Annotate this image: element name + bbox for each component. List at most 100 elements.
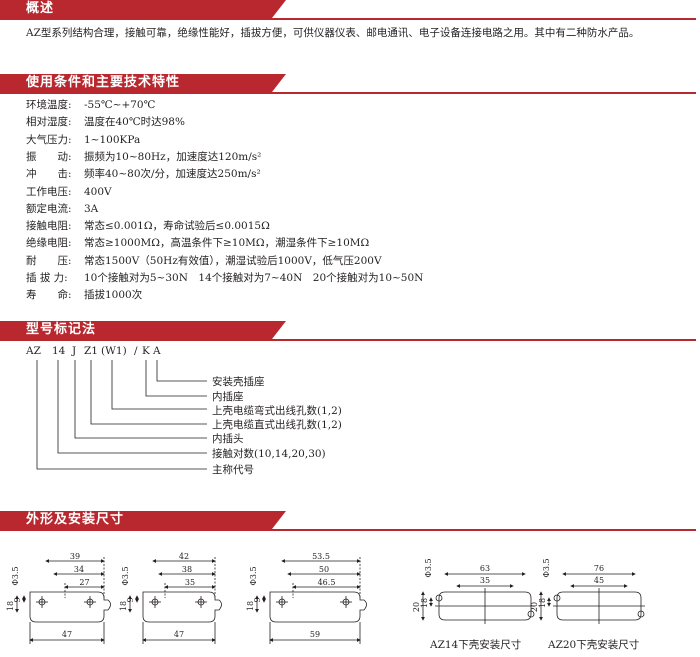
mounting-hole bbox=[553, 594, 561, 602]
section-header-dimensions: 外形及安装尺寸 bbox=[0, 511, 700, 532]
dimension-label: 34 bbox=[74, 565, 84, 574]
hole-diameter-label: Φ3.5 bbox=[249, 566, 258, 585]
section-title: 外形及安装尺寸 bbox=[26, 512, 125, 527]
spec-row: 振 动: 振频为10~80Hz，加速度达120m/s² bbox=[26, 149, 261, 164]
spec-label: 振 动: bbox=[26, 150, 72, 163]
dimension-label: 39 bbox=[70, 552, 80, 561]
plate-outline bbox=[142, 591, 222, 623]
spec-label: 大气压力: bbox=[26, 133, 72, 146]
dimension-label: 47 bbox=[62, 630, 72, 639]
model-code-part: Z1 bbox=[84, 345, 98, 357]
section-title: 概述 bbox=[26, 1, 55, 16]
model-legend-item: 上壳电缆弯式出线孔数(1,2) bbox=[212, 405, 342, 417]
dimension-label: 53.5 bbox=[312, 552, 330, 561]
model-code-part: J bbox=[72, 345, 77, 357]
spec-label: 环境温度: bbox=[26, 99, 72, 111]
shell-outline bbox=[556, 591, 642, 621]
model-legend-item: 安装壳插座 bbox=[212, 376, 265, 388]
spec-value: 插拔1000次 bbox=[84, 289, 143, 302]
dimension-label: 45 bbox=[594, 576, 604, 585]
spec-value: 10个接触对为5~30N 14个接触对为7~40N 20个接触对为10~50N bbox=[84, 272, 424, 284]
plate-outline bbox=[29, 591, 111, 623]
model-code-part: 14 bbox=[52, 345, 66, 357]
section-title: 使用条件和主要技术特性 bbox=[26, 75, 181, 90]
spec-row: 耐 压: 常态1500V（50Hz有效值），潮湿试验后1000V，低气压200V bbox=[26, 253, 382, 268]
overview-text: AZ型系列结构合理，接触可靠，绝缘性能好，插拔方便，可供仪器仪表、邮电通讯、电子… bbox=[26, 27, 640, 39]
drawing-caption: AZ20下壳安装尺寸 bbox=[548, 639, 640, 651]
model-leader-lines bbox=[36, 360, 207, 470]
spec-value: 常态1500V（50Hz有效值），潮湿试验后1000V，低气压200V bbox=[84, 254, 382, 267]
mounting-hole bbox=[527, 610, 535, 618]
spec-value: 温度在40℃时达98% bbox=[84, 116, 185, 129]
shell-outline bbox=[438, 591, 532, 621]
spec-label: 冲 击: bbox=[26, 168, 72, 181]
spec-row: 工作电压:400V bbox=[26, 184, 112, 199]
model-legend-item: 内插座 bbox=[212, 391, 244, 403]
drawing-caption: AZ14下壳安装尺寸 bbox=[430, 639, 522, 651]
section-header-overview: 概述 bbox=[0, 0, 700, 21]
model-legend-item: 上壳电缆直式出线孔数(1,2) bbox=[212, 419, 342, 431]
spec-label: 相对湿度: bbox=[26, 116, 72, 129]
dimension-label: 63 bbox=[480, 564, 490, 573]
spec-row: 插 拔 力: 10个接触对为5~30N 14个接触对为7~40N 20个接触对为1… bbox=[26, 270, 423, 285]
spec-row: 额定电流: 3A bbox=[26, 201, 98, 216]
model-code-part: AZ bbox=[26, 345, 41, 357]
dimension-label: 46.5 bbox=[318, 578, 336, 587]
spec-value: 3A bbox=[84, 202, 99, 215]
hole-diameter-label: Φ3.5 bbox=[424, 558, 433, 577]
model-legend-item: 接触对数(10,14,20,30) bbox=[212, 448, 326, 460]
dimension-label: 18 bbox=[246, 601, 255, 611]
model-code-part: A bbox=[153, 345, 161, 357]
plate-outline bbox=[269, 591, 367, 623]
dimension-label: 18 bbox=[420, 598, 429, 608]
dimension-label: 20 bbox=[530, 602, 539, 612]
spec-row: 寿 命: 插拔1000次 bbox=[26, 287, 142, 302]
spec-row: 环境温度: -55℃~+70℃ bbox=[26, 97, 155, 112]
dimension-label: 18 bbox=[538, 598, 547, 608]
model-code-part: (W1) bbox=[101, 345, 127, 357]
section-header-conditions: 使用条件和主要技术特性 bbox=[0, 74, 700, 95]
dimension-label: 38 bbox=[182, 565, 192, 574]
spec-row: 相对湿度: 温度在40℃时达98% bbox=[26, 114, 185, 129]
hole-diameter-label: Φ3.5 bbox=[11, 566, 20, 585]
spec-label: 寿 命: bbox=[26, 289, 72, 302]
hole-diameter-label: Φ3.5 bbox=[121, 566, 130, 585]
spec-label: 额定电流: bbox=[26, 202, 72, 215]
model-legend-item: 主称代号 bbox=[212, 464, 254, 476]
spec-value: 振频为10~80Hz，加速度达120m/s² bbox=[84, 150, 262, 163]
dimension-label: 35 bbox=[480, 576, 490, 585]
spec-label: 插 拔 力: bbox=[26, 272, 68, 284]
dimension-label: 50 bbox=[319, 565, 329, 574]
model-legend-item: 内插头 bbox=[212, 433, 244, 445]
dimension-label: 76 bbox=[594, 564, 604, 573]
dimension-label: 18 bbox=[119, 601, 128, 611]
dimension-label: 18 bbox=[6, 601, 15, 611]
dimension-label: 42 bbox=[179, 552, 189, 561]
dimension-label: 27 bbox=[79, 578, 89, 587]
section-title: 型号标记法 bbox=[26, 322, 97, 337]
spec-value: -55℃~+70℃ bbox=[84, 99, 156, 111]
spec-row: 绝缘电阻: 常态≥1000MΩ，高温条件下≥10MΩ，潮湿条件下≥10MΩ bbox=[26, 235, 369, 250]
spec-label: 工作电压: bbox=[26, 185, 72, 198]
spec-value: 常态≥1000MΩ，高温条件下≥10MΩ，潮湿条件下≥10MΩ bbox=[84, 237, 370, 250]
dimension-label: 20 bbox=[412, 602, 421, 612]
spec-label: 接触电阻: bbox=[26, 220, 72, 233]
dimension-label: 47 bbox=[174, 630, 184, 639]
spec-label: 绝缘电阻: bbox=[26, 237, 72, 250]
dimension-label: 59 bbox=[310, 630, 320, 639]
spec-value: 频率40~80次/分，加速度达250m/s² bbox=[84, 168, 261, 181]
spec-row: 冲 击: 频率40~80次/分，加速度达250m/s² bbox=[26, 166, 261, 181]
spec-row: 大气压力:1~100KPa bbox=[26, 132, 140, 147]
spec-row: 接触电阻: 常态≤0.001Ω，寿命试验后≤0.0015Ω bbox=[26, 218, 270, 233]
section-header-model: 型号标记法 bbox=[0, 321, 700, 342]
spec-label: 耐 压: bbox=[26, 254, 72, 267]
spec-value: 常态≤0.001Ω，寿命试验后≤0.0015Ω bbox=[84, 220, 270, 233]
model-code-part: / bbox=[134, 345, 138, 357]
hole-diameter-label: Φ3.5 bbox=[542, 558, 551, 577]
